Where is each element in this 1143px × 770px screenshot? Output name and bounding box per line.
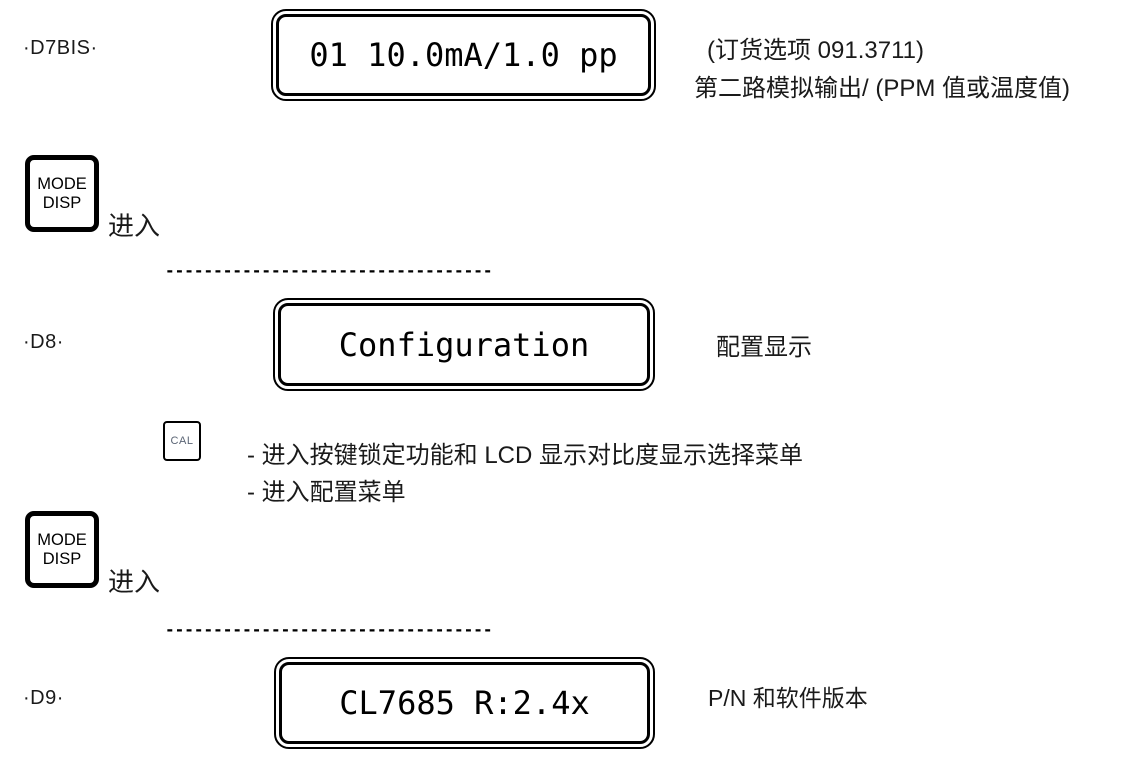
enter-action-label-2: 进入 bbox=[108, 567, 161, 597]
cal-menu-notes: - 进入按键锁定功能和 LCD 显示对比度显示选择菜单 - 进入配置菜单 bbox=[247, 437, 803, 511]
mode-disp-key-1: MODE DISP bbox=[25, 155, 99, 232]
mode-disp-key-2-line2: DISP bbox=[42, 549, 82, 568]
lcd-display-d8: Configuration bbox=[273, 298, 655, 391]
lcd-display-d7bis: 01 10.0mA/1.0 pp bbox=[271, 9, 656, 101]
mode-disp-key-2: MODE DISP bbox=[25, 511, 99, 588]
mode-disp-key-1-line2: DISP bbox=[42, 193, 82, 212]
note-d9-pn-software-version: P/N 和软件版本 bbox=[708, 685, 868, 711]
enter-action-label-1: 进入 bbox=[108, 211, 161, 241]
lcd-display-d9: CL7685 R:2.4x bbox=[274, 657, 655, 749]
lcd-text-d8: Configuration bbox=[338, 325, 590, 364]
step-label-d9: ·D9· bbox=[23, 687, 64, 709]
cal-menu-note-line1: - 进入按键锁定功能和 LCD 显示对比度显示选择菜单 bbox=[247, 442, 804, 469]
cal-key-label: CAL bbox=[170, 435, 194, 447]
dashed-divider-1: ---------------------------------- bbox=[165, 261, 493, 280]
mode-disp-key-1-line1: MODE bbox=[37, 174, 87, 193]
cal-key: CAL bbox=[163, 421, 201, 461]
step-label-d8: ·D8· bbox=[23, 331, 64, 353]
note-d7bis-second-analog-output: 第二路模拟输出/ (PPM 值或温度值) bbox=[694, 75, 1070, 102]
lcd-display-inner-frame: 01 10.0mA/1.0 pp bbox=[276, 14, 651, 96]
lcd-display-inner-frame: CL7685 R:2.4x bbox=[279, 662, 650, 744]
cal-menu-note-line2: - 进入配置菜单 bbox=[247, 479, 406, 506]
step-label-d7bis: ·D7BIS· bbox=[23, 37, 98, 59]
mode-disp-key-2-line1: MODE bbox=[37, 530, 87, 549]
note-d7bis-order-option: (订货选项 091.3711) bbox=[707, 37, 924, 64]
lcd-display-inner-frame: Configuration bbox=[278, 303, 650, 386]
note-d8-configuration-display: 配置显示 bbox=[716, 334, 812, 361]
dashed-divider-2: ---------------------------------- bbox=[165, 620, 493, 639]
lcd-text-d9: CL7685 R:2.4x bbox=[339, 684, 590, 722]
note-d7bis: (订货选项 091.3711) 第二路模拟输出/ (PPM 值或温度值) bbox=[694, 32, 1070, 108]
lcd-text-d7bis: 01 10.0mA/1.0 pp bbox=[309, 36, 618, 74]
